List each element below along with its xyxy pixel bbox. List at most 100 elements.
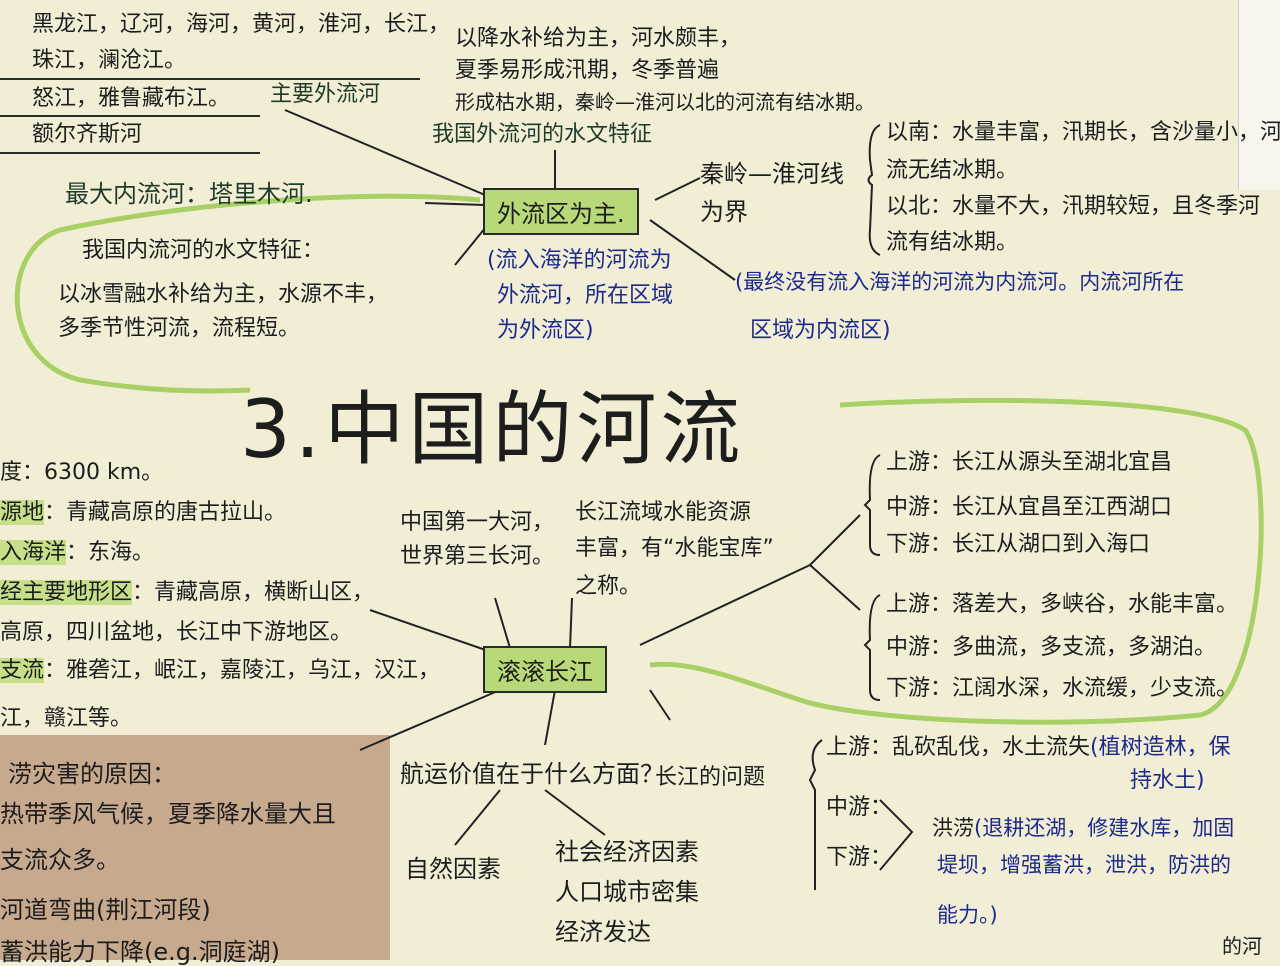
arrow-to-shipping — [544, 689, 556, 746]
problem-text: 上游：乱砍乱伐，水土流失 — [826, 735, 1091, 760]
flood-causes-note-paper — [0, 735, 390, 960]
arrow-to-problems — [649, 689, 671, 721]
table-divider — [0, 115, 260, 117]
outflow-node: 外流区为主. — [483, 188, 639, 235]
flood-cause-line: 蓄洪能力下降(e.g.洞庭湖) — [0, 938, 280, 966]
section-feature: 中游：多曲流，多支流，多湖泊。 — [886, 635, 1217, 660]
yangtze-fact: 经主要地形区：青藏高原，横断山区， — [0, 580, 375, 605]
south-north-line: 以南：水量丰富，汛期长，含沙量小，河 — [886, 120, 1280, 145]
south-north-line: 流无结冰期。 — [886, 158, 1019, 183]
problem-flood: 洪涝(退耕还湖，修建水库，加固 — [932, 818, 1234, 839]
table-row: 黑龙江，辽河，海河，黄河，淮河，长江， — [32, 12, 451, 37]
table-divider — [0, 78, 420, 80]
outflow-features-label: 我国外流河的水文特征 — [432, 122, 653, 147]
largest-inland-river: 最大内流河：塔里木河. — [65, 180, 313, 208]
social-factor-line: 社会经济因素 — [555, 838, 699, 866]
rank-line: 中国第一大河， — [400, 510, 555, 535]
shipping-question: 航运价值在于什么方面？ — [400, 760, 664, 788]
inland-definition: 区域为内流区) — [750, 318, 891, 343]
yangtze-fact: 源地：青藏高原的唐古拉山。 — [0, 500, 287, 525]
fact-key: 度 — [0, 460, 23, 485]
hydropower-line: 丰富，有“水能宝库” — [575, 536, 774, 561]
outflow-feature-line: 以降水补给为主，河水颇丰， — [455, 26, 742, 51]
brace-features — [863, 594, 881, 701]
inland-features-label: 我国内流河的水文特征： — [82, 238, 325, 263]
problem-fix: (退耕还湖，修建水库，加固 — [974, 816, 1235, 840]
fact-key: 经主要地形区 — [0, 580, 133, 605]
social-factor-line: 经济发达 — [555, 918, 651, 946]
outflow-definition: 外流河，所在区域 — [497, 283, 674, 308]
table-row: 珠江，澜沧江。 — [32, 48, 187, 73]
arrow-to-inland-def — [649, 219, 736, 281]
flood-cause-line: 支流众多。 — [0, 846, 120, 874]
arrow-to-facts — [369, 609, 501, 656]
yangtze-fact: 度：6300 km。 — [0, 462, 163, 484]
fact-value: 江，赣江等。 — [0, 706, 133, 731]
fork-sections — [809, 514, 861, 611]
brace-south-north — [867, 124, 881, 256]
fact-key: 源地 — [0, 500, 45, 525]
south-north-line: 流有结冰期。 — [886, 230, 1019, 255]
fact-key: 支流 — [0, 658, 45, 683]
fact-value: ：青藏高原，横断山区， — [132, 580, 375, 605]
outflow-definition: 为外流区) — [497, 318, 594, 343]
yangtze-fact: 江，赣江等。 — [0, 708, 132, 730]
brace-range — [863, 454, 881, 556]
arrow-to-outflow-table — [284, 109, 486, 196]
brace-problems — [808, 739, 823, 890]
corner-text: 的河 — [1222, 934, 1262, 958]
arrow-to-flood-causes — [359, 689, 501, 751]
table-divider — [0, 152, 260, 154]
yangtze-fact: 高原，四川盆地，长江中下游地区。 — [0, 622, 352, 644]
fact-value: 高原，四川盆地，长江中下游地区。 — [0, 620, 353, 645]
arrow-natural — [454, 789, 501, 846]
adjacent-page-edge — [1238, 0, 1280, 190]
outflow-definition: (流入海洋的河流为 — [487, 248, 672, 273]
green-loop-right — [649, 397, 1264, 725]
inland-definition: (最终没有流入海洋的河流为内流河。内流河所在 — [735, 270, 1185, 294]
outflow-feature-line: 形成枯水期，秦岭—淮河以北的河流有结冰期。 — [455, 90, 875, 114]
section-feature: 下游：江阔水深，水流缓，少支流。 — [886, 676, 1239, 701]
outflow-table-label: 主要外流河 — [270, 82, 381, 107]
outflow-feature-line: 夏季易形成汛期，冬季普遍 — [455, 58, 720, 83]
problem-fix: (植树造林，保 — [1090, 735, 1231, 760]
table-row: 怒江，雅鲁藏布江。 — [32, 86, 231, 111]
center-node: 滚滚长江 — [483, 646, 607, 693]
arrow-to-qinling — [654, 177, 701, 201]
problems-label: 长江的问题 — [655, 765, 766, 790]
qinling-line: 秦岭—淮河线 — [700, 160, 844, 188]
flood-cause-line: 热带季风气候，夏季降水量大且 — [0, 800, 336, 828]
problem-fix: 能力。) — [937, 903, 998, 927]
yangtze-fact: 支流：雅砻江，岷江，嘉陵江，乌江，汉江， — [0, 658, 441, 683]
flood-cause-line: 河道弯曲(荆江河段) — [0, 896, 211, 924]
green-loop-left — [14, 193, 481, 394]
yangtze-fact: 入海洋：东海。 — [0, 540, 154, 565]
problem-lower: 下游： — [826, 845, 893, 870]
brace-flood — [879, 799, 914, 871]
section-range: 上游：长江从源头至湖北宜昌 — [886, 450, 1173, 475]
table-row: 额尔齐斯河 — [32, 122, 143, 147]
arrow-to-hydropower — [569, 597, 573, 649]
problem-upper: 上游：乱砍乱伐，水土流失(植树造林，保 — [826, 737, 1231, 759]
inland-feature-line: 多季节性河流，流程短。 — [58, 316, 301, 341]
hydropower-line: 之称。 — [575, 574, 642, 599]
fact-value: ：青藏高原的唐古拉山。 — [44, 500, 287, 525]
arrow-social — [544, 789, 606, 836]
arrow-to-sections — [639, 564, 811, 646]
section-range: 中游：长江从宜昌至江西湖口 — [886, 495, 1173, 520]
fact-value: ：6300 km。 — [22, 460, 164, 485]
arrow-to-rank — [494, 597, 511, 649]
section-range: 下游：长江从湖口到入海口 — [886, 532, 1151, 557]
inland-feature-line: 以冰雪融水补给为主，水源不丰， — [58, 282, 389, 307]
problem-text: 洪涝 — [932, 816, 974, 840]
hydropower-line: 长江流域水能资源 — [575, 500, 752, 525]
problem-fix: 堤坝，增强蓄洪，泄洪，防洪的 — [937, 853, 1231, 877]
fact-value: ：雅砻江，岷江，嘉陵江，乌江，汉江， — [44, 658, 441, 683]
outflow-rivers-table: 黑龙江，辽河，海河，黄河，淮河，长江， 珠江，澜沧江。 怒江，雅鲁藏布江。 额尔… — [0, 0, 450, 155]
problem-fix: 持水土) — [1130, 768, 1205, 793]
social-factor-line: 人口城市密集 — [555, 878, 699, 906]
qinling-line: 为界 — [700, 198, 748, 226]
page-title: 3.中国的河流 — [240, 383, 745, 476]
flood-causes-title: 涝灾害的原因： — [8, 760, 176, 788]
natural-factors: 自然因素 — [405, 855, 501, 883]
